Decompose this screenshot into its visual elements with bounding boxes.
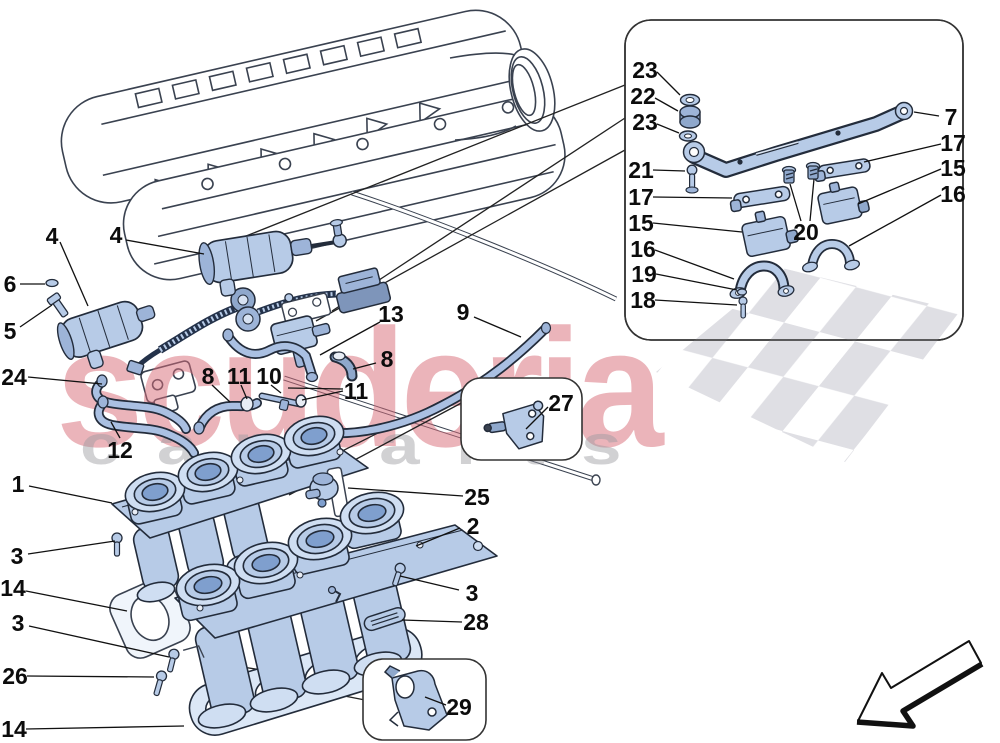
callout-16l: 16 (630, 236, 656, 262)
callout-16r: 16 (940, 181, 966, 207)
callout-27: 27 (548, 390, 574, 416)
callout-21: 21 (628, 157, 654, 183)
callout-11b: 11 (344, 378, 369, 404)
callout-13: 13 (378, 301, 404, 327)
clip-20-left (781, 165, 797, 184)
manifold-1-trumpets (124, 415, 345, 525)
harness-connector (335, 267, 392, 314)
hose-13 (222, 328, 319, 383)
callout-3b: 3 (466, 580, 479, 606)
rigid-vacuum-pipes-line-art (283, 190, 618, 486)
callout-1: 1 (12, 471, 25, 497)
hose-12 (93, 395, 199, 458)
callout-15r: 15 (940, 155, 966, 181)
bracket-17-left (729, 185, 791, 213)
nut-19 (736, 288, 748, 296)
callout-24: 24 (1, 364, 27, 390)
callout-3c: 3 (12, 610, 25, 636)
callout-15l: 15 (628, 210, 654, 236)
callout-20: 20 (793, 219, 819, 245)
callout-29: 29 (446, 694, 472, 720)
bolt-5 (46, 292, 69, 318)
support-brace-7 (682, 101, 914, 178)
inset-box-29 (362, 658, 487, 741)
callout-2: 2 (467, 513, 480, 539)
callout-4b: 4 (110, 222, 123, 248)
callout-22: 22 (630, 83, 656, 109)
solenoid-15-left (741, 210, 800, 258)
callout-19: 19 (631, 261, 657, 287)
grommet-22 (679, 105, 701, 129)
callout-14b: 14 (1, 716, 27, 742)
plenum-covers-line-art (60, 9, 566, 281)
callout-8b: 8 (202, 363, 215, 389)
callout-26: 26 (2, 663, 28, 689)
callout-17l: 17 (628, 184, 654, 210)
clamp-16-right (802, 238, 860, 273)
bolt-3-right (392, 562, 406, 587)
callout-4a: 4 (46, 223, 59, 249)
clamp-11-b (295, 394, 307, 408)
bracket-29 (383, 665, 448, 731)
callout-23b: 23 (632, 109, 658, 135)
bolt-3-middle (166, 645, 205, 673)
clamp-11-a (240, 396, 254, 412)
callout-17r: 17 (940, 130, 966, 156)
plenum-intake-bell (449, 48, 556, 141)
callout-23a: 23 (632, 57, 658, 83)
manifold-2-trumpets (175, 491, 405, 622)
actuator-lower (56, 300, 156, 370)
callout-11a: 11 (227, 363, 252, 389)
callout-8a: 8 (381, 346, 394, 372)
elbow-hose-8 (329, 351, 358, 382)
direction-arrow-icon (856, 640, 984, 729)
callout-10: 10 (256, 363, 282, 389)
callout-labels: 4 4 6 5 24 12 13 9 8 8 11 10 11 1 25 2 3… (0, 57, 966, 742)
injector-wiring-harness (126, 267, 392, 376)
callout-14a: 14 (0, 575, 26, 601)
bolt-21 (685, 164, 699, 194)
bolt-18 (738, 296, 748, 319)
inset-hardware-parts (624, 19, 964, 341)
callout-18: 18 (630, 287, 656, 313)
intake-manifold-2 (174, 491, 498, 729)
bolt-3-upper (111, 532, 123, 557)
watermark-checkered-flag (656, 268, 960, 462)
inset-box-27 (460, 377, 583, 461)
pipe-10 (258, 392, 304, 411)
callout-5: 5 (4, 318, 17, 344)
bracket-27 (483, 400, 545, 450)
callout-leader-lines (19, 71, 942, 730)
solenoid-15-right (817, 181, 870, 225)
bolt-26 (153, 670, 168, 697)
callout-9: 9 (457, 299, 470, 325)
callout-3a: 3 (11, 543, 24, 569)
callout-12: 12 (107, 437, 133, 463)
callout-25: 25 (464, 484, 490, 510)
nut-6 (45, 278, 59, 288)
manifold-2-runners (194, 569, 412, 729)
bracket-28 (363, 606, 406, 632)
clip-20-right (805, 161, 821, 180)
callout-7: 7 (945, 104, 958, 130)
gasket-upper (109, 577, 191, 659)
callout-28: 28 (463, 609, 489, 635)
callout-6: 6 (4, 271, 17, 297)
